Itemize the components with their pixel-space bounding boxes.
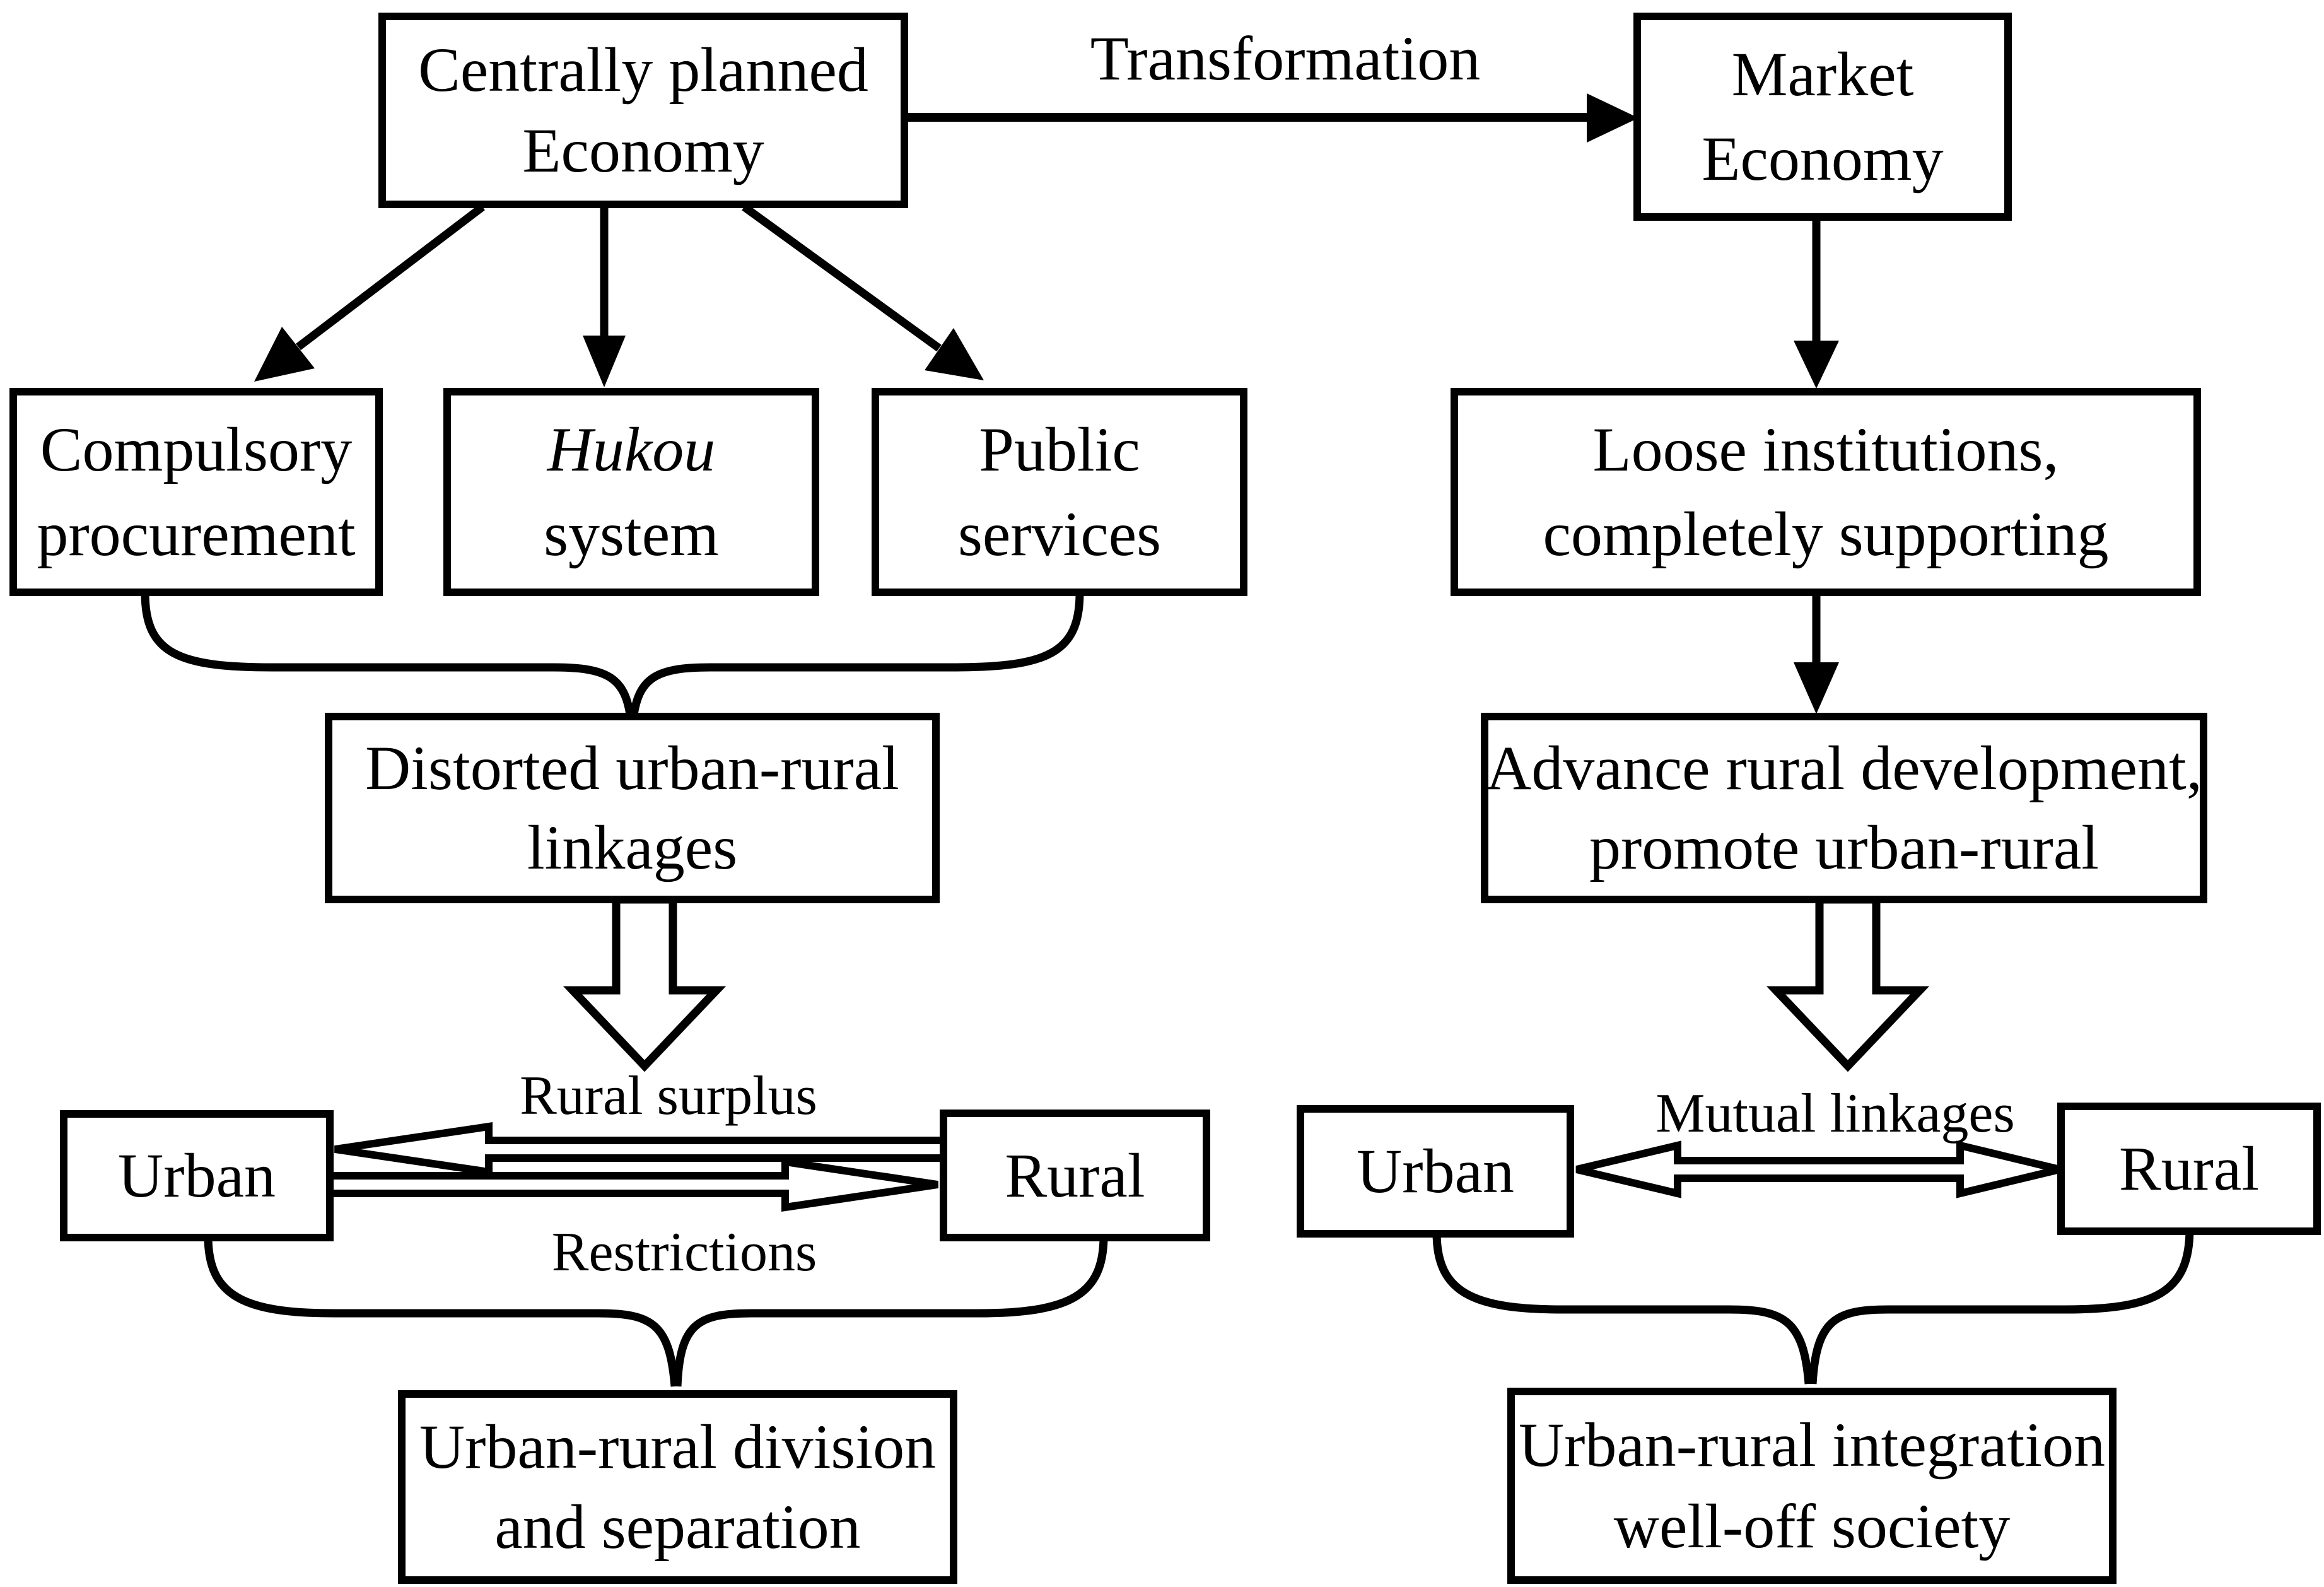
mutual-linkages-arrow xyxy=(1575,1140,2061,1198)
node-urban-rural-integration: Urban-rural integration well-off society xyxy=(1507,1388,2117,1584)
brace-to-integration xyxy=(1432,1228,2194,1385)
node-label: Economy xyxy=(522,115,764,185)
node-label: Urban-rural integration xyxy=(1518,1410,2106,1480)
node-compulsory-procurement: Compulsory procurement xyxy=(9,388,383,596)
arrow-to-public-services xyxy=(742,203,984,380)
arrow-to-hukou xyxy=(583,207,626,387)
transformation-label: Transformation xyxy=(1090,23,1481,93)
node-market-economy: Market Economy xyxy=(1633,13,2012,221)
node-advance-rural-development: Advance rural development, promote urban… xyxy=(1481,713,2207,903)
node-label: services xyxy=(957,499,1162,570)
block-arrow-right-down xyxy=(1766,895,1930,1072)
node-label: Urban xyxy=(118,1140,276,1210)
rural-surplus-arrow xyxy=(334,1122,949,1176)
mutual-linkages-label: Mutual linkages xyxy=(1655,1083,2015,1144)
node-label: Urban xyxy=(1357,1136,1514,1206)
node-label: Distorted urban-rural xyxy=(365,733,899,804)
node-urban-left: Urban xyxy=(60,1110,334,1241)
node-distorted-linkages: Distorted urban-rural linkages xyxy=(325,713,940,903)
node-urban-right: Urban xyxy=(1297,1105,1574,1238)
node-loose-institutions: Loose institutions, completely supportin… xyxy=(1451,388,2201,596)
node-label: linkages xyxy=(527,812,738,882)
node-urban-rural-division: Urban-rural division and separation xyxy=(398,1390,957,1584)
node-label: Rural xyxy=(2118,1133,2260,1203)
node-label: Centrally planned xyxy=(418,35,868,105)
arrow-loose-to-advance xyxy=(1794,595,1839,714)
transformation-arrow xyxy=(908,93,1638,143)
node-label: Compulsory xyxy=(40,414,353,484)
node-label: Market xyxy=(1731,38,1914,109)
node-label: Loose institutions, xyxy=(1592,414,2059,484)
node-label: well-off society xyxy=(1613,1490,2011,1561)
node-rural-left: Rural xyxy=(940,1110,1210,1241)
node-centrally-planned-economy: Centrally planned Economy xyxy=(378,13,908,208)
node-label: Advance rural development, xyxy=(1486,733,2202,804)
rural-surplus-label: Rural surplus xyxy=(520,1065,817,1127)
node-label: procurement xyxy=(37,499,356,570)
node-label: and separation xyxy=(494,1492,861,1562)
node-label: Public xyxy=(979,414,1140,484)
block-arrow-left-down xyxy=(563,895,727,1072)
arrow-to-compulsory xyxy=(254,203,485,382)
node-hukou-system: Hukou system xyxy=(443,388,819,596)
node-label-hukou: Hukou xyxy=(547,414,716,484)
node-rural-right: Rural xyxy=(2057,1103,2321,1235)
restrictions-arrow xyxy=(324,1157,938,1212)
node-label: Rural xyxy=(1005,1140,1145,1210)
node-label: Economy xyxy=(1702,124,1944,194)
node-public-services: Public services xyxy=(872,388,1247,596)
node-label: system xyxy=(544,499,719,570)
node-label: Urban-rural division xyxy=(419,1412,937,1482)
node-label: completely supporting xyxy=(1543,499,2109,570)
node-label: promote urban-rural xyxy=(1589,812,2099,882)
restrictions-label: Restrictions xyxy=(551,1222,817,1283)
arrow-market-to-loose xyxy=(1794,220,1839,389)
brace-to-distorted xyxy=(141,592,1084,720)
